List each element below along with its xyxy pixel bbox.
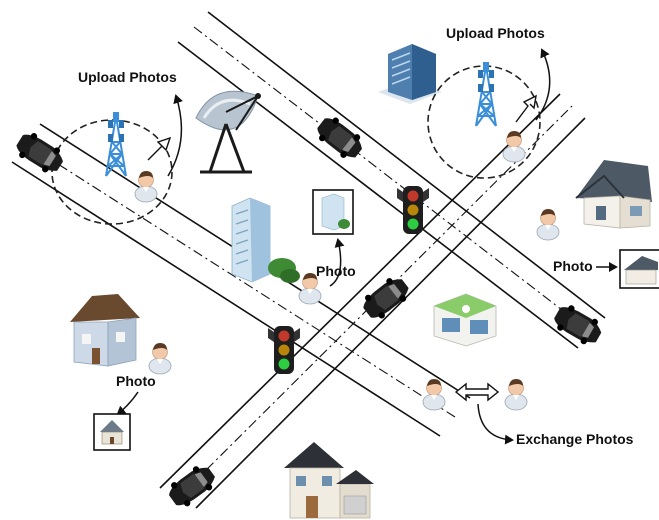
photo-label-left: Photo [116,373,156,389]
photo-label-center: Photo [316,263,356,279]
office-building-icon [378,44,442,104]
car-icon [312,112,368,164]
user-icon [148,342,172,375]
photo-thumbnail-icon [619,249,659,289]
photo-arrow-left [116,391,139,416]
car-icon [550,300,606,350]
coverage-circle-left [51,119,173,225]
user-icon [422,378,446,411]
upload-arrow-icon [515,94,537,123]
upload-photos-label-right: Upload Photos [446,25,545,41]
upload-arrow-icon [147,136,172,161]
road-diagonal-up [159,93,586,509]
photo-thumbnail-icon [312,189,354,235]
photo-thumbnail-icon [93,413,131,451]
car-icon [358,272,414,324]
photo-arrow-center [329,238,345,287]
user-icon [504,378,528,411]
car-icon [164,460,220,512]
house-icon [70,294,140,367]
coverage-circle-right [427,65,541,179]
upload-photos-label-left: Upload Photos [78,69,177,85]
photo-label-right: Photo [553,258,593,274]
office-building-icon [231,197,300,283]
house-icon [284,442,374,519]
satellite-dish-icon [195,90,261,174]
traffic-light-icon [268,326,300,374]
upload-curve-arrow-left [167,94,183,177]
exchange-photos-label: Exchange Photos [516,431,634,447]
exchange-arrow [477,403,514,445]
shop-icon [433,293,497,347]
cell-tower-icon [475,61,497,127]
house-icon [575,160,652,229]
cell-tower-icon [105,111,127,177]
upload-curve-arrow-right [535,48,551,121]
user-icon [536,208,560,241]
double-arrow-icon [454,382,500,402]
